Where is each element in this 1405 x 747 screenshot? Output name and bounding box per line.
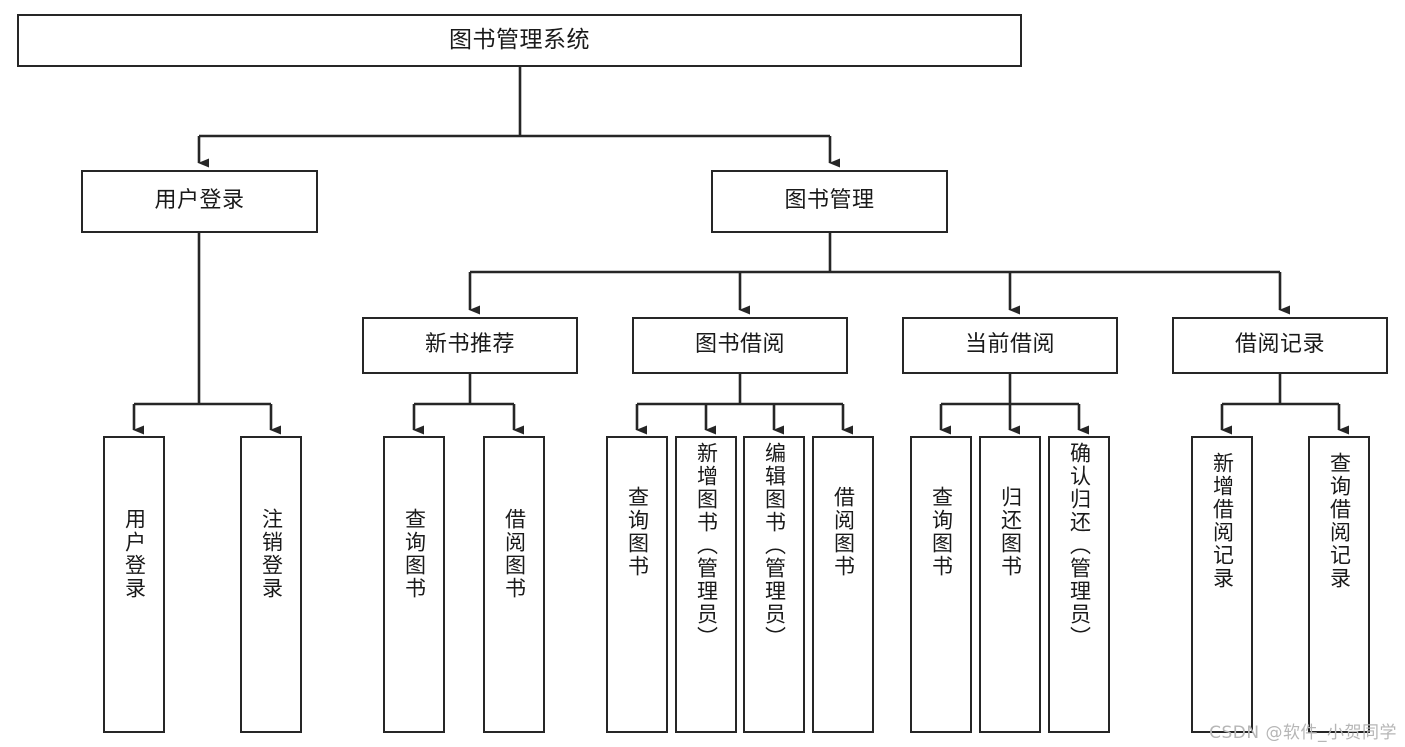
- node-leaf-borrow-query-book[interactable]: 查询图书: [606, 436, 668, 733]
- node-leaf-record-query-label: 查询借阅记录: [1327, 452, 1352, 590]
- node-leaf-newbook-borrow-book-label: 借阅图书: [502, 508, 527, 600]
- node-leaf-borrow-borrow-book-label: 借阅图书: [831, 486, 856, 578]
- node-leaf-current-query-book[interactable]: 查询图书: [910, 436, 972, 733]
- node-leaf-current-return-book-label: 归还图书: [998, 486, 1023, 578]
- node-leaf-borrow-edit-book[interactable]: 编辑图书（管理员）: [743, 436, 805, 733]
- node-book-borrow[interactable]: 图书借阅: [632, 317, 848, 374]
- node-leaf-current-confirm-return-label: 确认归还（管理员）: [1067, 442, 1092, 649]
- node-leaf-newbook-query-book-label: 查询图书: [402, 508, 427, 600]
- node-user-login[interactable]: 用户登录: [81, 170, 318, 233]
- node-leaf-borrow-borrow-book[interactable]: 借阅图书: [812, 436, 874, 733]
- node-current-borrow-label: 当前借阅: [964, 332, 1055, 358]
- node-leaf-current-query-book-label: 查询图书: [929, 486, 954, 578]
- node-leaf-record-add-label: 新增借阅记录: [1210, 452, 1235, 590]
- node-borrow-record-label: 借阅记录: [1234, 332, 1325, 358]
- watermark-text: CSDN @软件_小贺同学: [1209, 723, 1397, 743]
- node-new-book-recommend[interactable]: 新书推荐: [362, 317, 578, 374]
- node-leaf-newbook-query-book[interactable]: 查询图书: [383, 436, 445, 733]
- node-user-login-label: 用户登录: [154, 188, 245, 214]
- node-leaf-user-login-label: 用户登录: [122, 508, 147, 600]
- node-book-borrow-label: 图书借阅: [694, 332, 785, 358]
- node-current-borrow[interactable]: 当前借阅: [902, 317, 1118, 374]
- node-new-book-recommend-label: 新书推荐: [424, 332, 515, 358]
- node-leaf-current-confirm-return[interactable]: 确认归还（管理员）: [1048, 436, 1110, 733]
- node-leaf-logout[interactable]: 注销登录: [240, 436, 302, 733]
- node-book-management[interactable]: 图书管理: [711, 170, 948, 233]
- node-leaf-borrow-add-book[interactable]: 新增图书（管理员）: [675, 436, 737, 733]
- node-borrow-record[interactable]: 借阅记录: [1172, 317, 1388, 374]
- node-root-system[interactable]: 图书管理系统: [17, 14, 1022, 67]
- node-leaf-record-add[interactable]: 新增借阅记录: [1191, 436, 1253, 733]
- node-leaf-borrow-edit-book-label: 编辑图书（管理员）: [762, 442, 787, 649]
- node-leaf-borrow-add-book-label: 新增图书（管理员）: [694, 442, 719, 649]
- node-leaf-record-query[interactable]: 查询借阅记录: [1308, 436, 1370, 733]
- node-leaf-current-return-book[interactable]: 归还图书: [979, 436, 1041, 733]
- node-book-management-label: 图书管理: [784, 188, 875, 214]
- node-leaf-borrow-query-book-label: 查询图书: [625, 486, 650, 578]
- node-leaf-newbook-borrow-book[interactable]: 借阅图书: [483, 436, 545, 733]
- node-leaf-user-login[interactable]: 用户登录: [103, 436, 165, 733]
- node-leaf-logout-label: 注销登录: [259, 508, 284, 600]
- node-root-system-label: 图书管理系统: [449, 26, 590, 53]
